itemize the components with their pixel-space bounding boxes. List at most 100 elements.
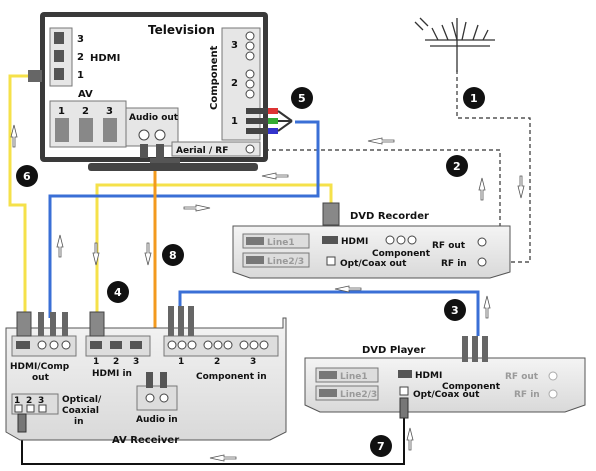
svg-text:Component in: Component in — [196, 372, 267, 382]
svg-text:1: 1 — [470, 92, 478, 105]
svg-text:2: 2 — [214, 357, 220, 367]
tv-audio-plug-left — [140, 144, 148, 158]
svg-text:Optical/: Optical/ — [62, 395, 102, 405]
arrow-up — [406, 427, 414, 451]
svg-text:7: 7 — [377, 440, 385, 453]
svg-text:3: 3 — [77, 34, 84, 45]
arrow-up — [483, 295, 491, 319]
tv-title: Television — [148, 23, 215, 37]
tv-hdmi-plug — [28, 70, 42, 82]
arrow-up — [56, 234, 64, 258]
tv-aerial-input: Aerial / RF — [171, 141, 261, 157]
svg-text:5: 5 — [298, 92, 306, 105]
svg-text:Line2/3: Line2/3 — [267, 257, 304, 267]
av-receiver-title: AV Receiver — [112, 435, 179, 446]
tv-audio-plug-right — [156, 144, 164, 158]
callout-8: 8 — [162, 244, 184, 266]
svg-text:2: 2 — [77, 52, 84, 63]
tv-hdmi-label: HDMI — [90, 53, 120, 64]
optical-cable-7 — [21, 415, 405, 465]
receiver-hdmi-out-plug — [16, 311, 32, 337]
arrow-left — [334, 285, 362, 293]
svg-text:Line2/3: Line2/3 — [340, 390, 377, 400]
svg-text:RF in: RF in — [441, 259, 467, 269]
svg-text:Line1: Line1 — [267, 238, 295, 248]
callout-4: 4 — [107, 281, 129, 303]
av-receiver: HDMI/Comp out 1 2 3 HDMI in 1 2 3 Compon… — [5, 306, 287, 446]
svg-text:HDMI in: HDMI in — [92, 369, 132, 379]
callout-6: 6 — [16, 165, 38, 187]
hdmi-cable-6 — [8, 74, 35, 318]
receiver-hdmi-in-plug — [89, 311, 105, 337]
component-cable-3 — [178, 290, 480, 336]
svg-text:Audio in: Audio in — [136, 415, 178, 425]
svg-text:Component: Component — [442, 382, 501, 392]
rf-cable-aerial — [456, 70, 531, 263]
dvd-recorder: DVD Recorder Line1 Line2/3 HDMI Componen… — [232, 202, 511, 279]
dvd-recorder-title: DVD Recorder — [350, 211, 429, 222]
arrow-left — [209, 454, 237, 462]
svg-text:out: out — [32, 373, 50, 383]
callout-7: 7 — [370, 435, 392, 457]
svg-text:Aerial / RF: Aerial / RF — [176, 146, 228, 156]
svg-text:2: 2 — [113, 357, 119, 367]
svg-text:3: 3 — [133, 357, 139, 367]
callouts: 1 2 3 4 5 6 7 8 — [16, 87, 485, 457]
callout-3: 3 — [444, 299, 466, 321]
component-cable-5 — [48, 120, 320, 318]
svg-text:1: 1 — [93, 357, 99, 367]
arrow-left — [367, 137, 395, 145]
svg-text:RF in: RF in — [514, 390, 540, 400]
arrow-down — [517, 175, 525, 199]
svg-text:Opt/Coax out: Opt/Coax out — [340, 259, 407, 269]
svg-text:Component: Component — [372, 249, 431, 259]
svg-text:3: 3 — [106, 106, 113, 117]
tv-hdmi-ports: 3 2 1 HDMI — [49, 27, 120, 87]
svg-text:2: 2 — [82, 106, 89, 117]
svg-text:RF out: RF out — [432, 241, 466, 251]
arrow-up — [478, 177, 486, 201]
svg-text:Component: Component — [209, 45, 220, 110]
arrow-right — [183, 204, 211, 212]
svg-text:HDMI/Comp: HDMI/Comp — [10, 362, 70, 372]
callout-5: 5 — [291, 87, 313, 109]
svg-text:3: 3 — [250, 357, 256, 367]
television: Television 3 2 1 HDMI AV 1 2 3 Audio out — [28, 12, 293, 171]
arrow-left — [261, 172, 289, 180]
tv-component-plugs — [246, 108, 293, 134]
svg-text:3: 3 — [38, 396, 44, 406]
svg-text:2: 2 — [453, 160, 461, 173]
svg-text:1: 1 — [77, 70, 84, 81]
svg-text:HDMI: HDMI — [341, 237, 368, 247]
rf-cable-recorder-to-tv — [262, 149, 501, 243]
dvd-player-title: DVD Player — [362, 345, 425, 356]
antenna — [414, 17, 495, 72]
tv-stand — [88, 163, 258, 171]
tv-audio-out: Audio out — [125, 107, 179, 147]
svg-text:6: 6 — [23, 170, 31, 183]
svg-text:Opt/Coax out: Opt/Coax out — [413, 390, 480, 400]
svg-text:2: 2 — [26, 396, 32, 406]
tv-av-label: AV — [78, 89, 93, 100]
arrow-down — [144, 242, 152, 266]
svg-text:8: 8 — [169, 249, 177, 262]
arrow-up — [10, 124, 18, 148]
svg-text:3: 3 — [231, 40, 238, 51]
svg-text:3: 3 — [451, 304, 459, 317]
svg-text:1: 1 — [58, 106, 65, 117]
svg-text:1: 1 — [178, 357, 184, 367]
tv-av-ports: 1 2 3 — [49, 100, 127, 148]
svg-text:RF out: RF out — [505, 372, 539, 382]
callout-2: 2 — [446, 155, 468, 177]
callout-1: 1 — [463, 87, 485, 109]
svg-text:in: in — [74, 417, 84, 427]
svg-text:Coaxial: Coaxial — [62, 406, 99, 416]
svg-text:1: 1 — [14, 396, 20, 406]
arrow-down — [92, 242, 100, 266]
dvd-player: DVD Player Line1 Line2/3 HDMI Component … — [304, 336, 586, 419]
svg-text:1: 1 — [231, 116, 238, 127]
svg-text:HDMI: HDMI — [415, 371, 442, 381]
svg-text:Audio out: Audio out — [129, 113, 179, 123]
svg-text:2: 2 — [231, 78, 238, 89]
